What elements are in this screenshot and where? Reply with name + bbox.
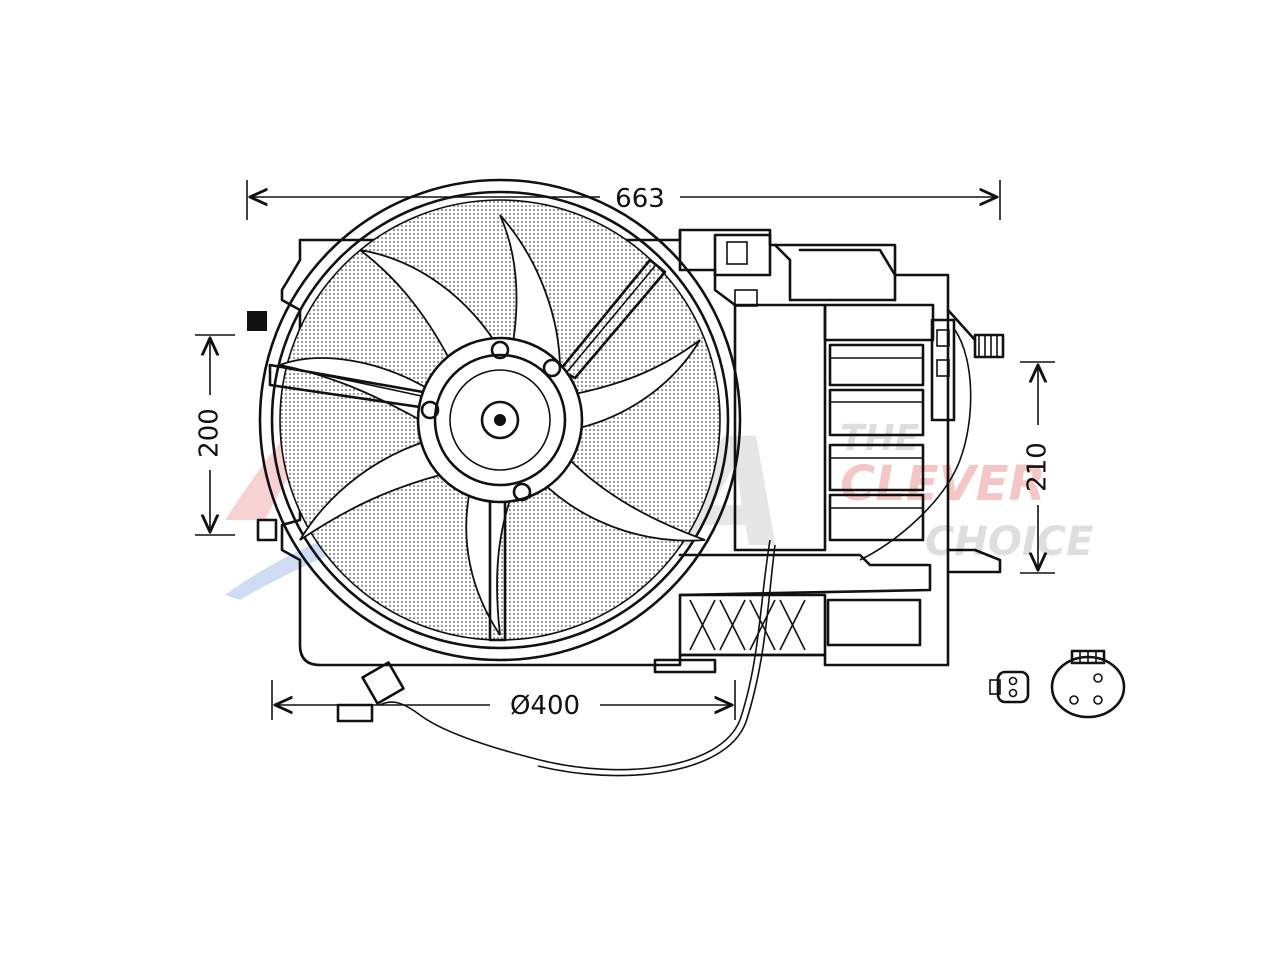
watermark-blue-swoosh — [225, 510, 450, 600]
fan-blades — [276, 214, 706, 636]
watermark-slogan-1: THE — [840, 418, 920, 459]
lattice-support — [653, 553, 932, 674]
dimension-overall-width — [246, 180, 1001, 220]
watermark-slogan-2: CLEVER — [840, 456, 1046, 512]
left-height-label: 200 — [195, 408, 225, 458]
mounting-tabs — [247, 308, 1005, 574]
motor-hub — [416, 336, 584, 504]
watermark-slogan-3: CHOICE — [925, 519, 1093, 565]
dimension-fan-diameter — [271, 680, 736, 720]
wiring-harness — [336, 329, 972, 777]
diameter-label: Ø400 — [510, 691, 580, 721]
two-pin-connector-icon — [989, 670, 1030, 704]
dimension-right-height — [1020, 361, 1055, 574]
right-height-label: 210 — [1023, 442, 1053, 492]
fan-shroud — [280, 228, 950, 667]
control-housing — [678, 228, 956, 647]
dimension-left-height — [195, 334, 235, 536]
three-pin-connector-icon — [1050, 649, 1126, 719]
width-label: 663 — [615, 184, 665, 214]
